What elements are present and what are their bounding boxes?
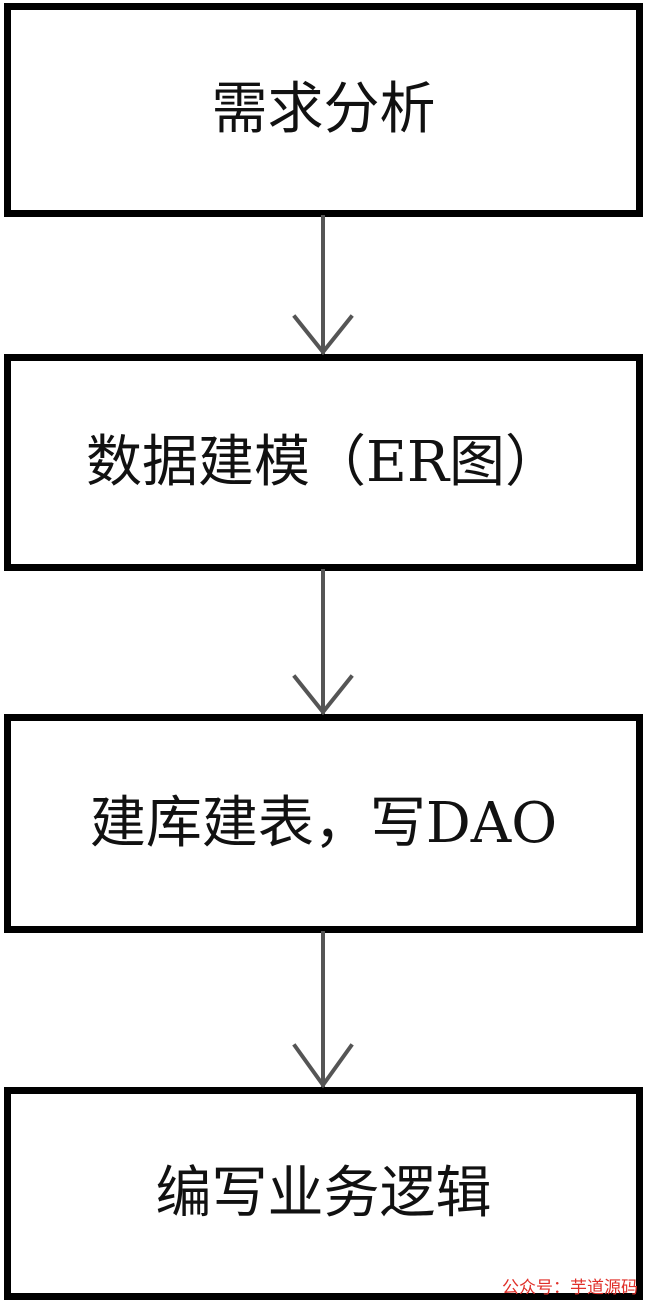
arrow-1-to-2	[292, 215, 354, 356]
watermark-text: 公众号：芋道源码	[502, 1278, 638, 1298]
step-box-requirements-analysis: 需求分析	[4, 3, 643, 217]
step-box-business-logic: 编写业务逻辑	[4, 1087, 643, 1300]
step-label: 建库建表，写DAO	[89, 790, 558, 856]
step-label: 数据建模（ER图）	[85, 429, 562, 495]
arrow-2-to-3	[292, 569, 354, 716]
arrow-3-to-4	[292, 931, 354, 1089]
step-box-create-db-dao: 建库建表，写DAO	[4, 714, 643, 933]
step-label: 编写业务逻辑	[155, 1160, 492, 1226]
step-box-data-modeling: 数据建模（ER图）	[4, 354, 643, 571]
step-label: 需求分析	[211, 77, 436, 142]
